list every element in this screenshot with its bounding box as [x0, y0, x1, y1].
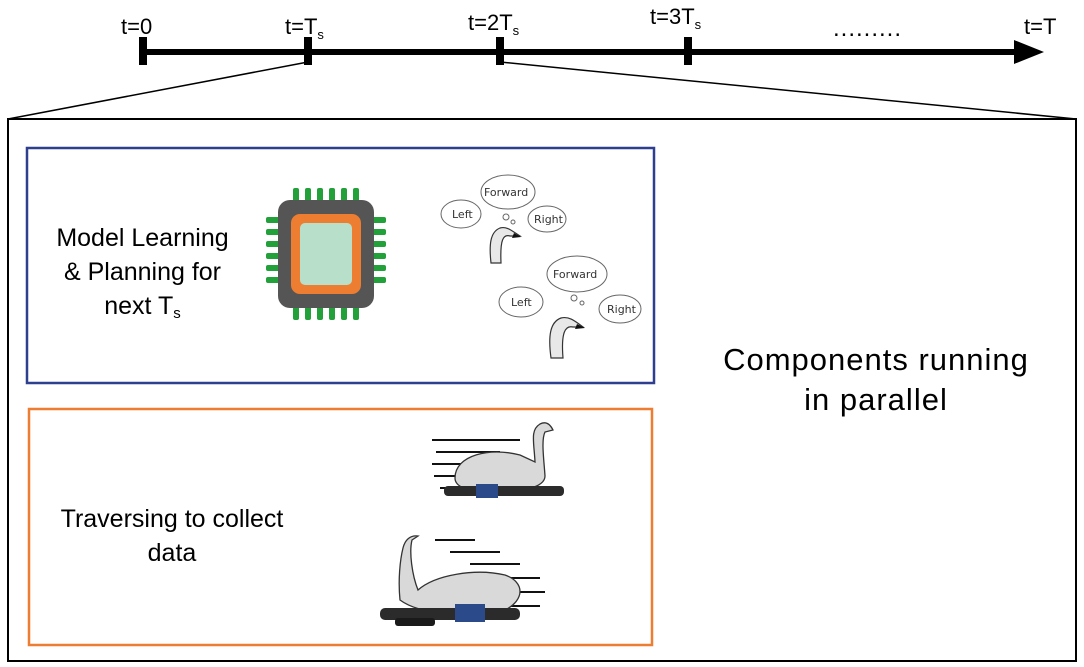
svg-text:Right: Right — [534, 213, 564, 226]
parallel-label: Components running in parallel — [676, 340, 1076, 421]
planning-label-line1: Model Learning — [56, 224, 229, 252]
tick-mark-0 — [139, 37, 147, 65]
tick-mark-1 — [304, 37, 312, 65]
tick-label-0: t=0 — [121, 14, 152, 39]
zoom-panel — [7, 118, 1077, 662]
planning-label: Model Learning & Planning for next Ts — [30, 222, 255, 324]
zoom-line-left — [7, 61, 309, 120]
parallel-label-line1: Components running — [723, 342, 1029, 377]
tick-label-1: t=Ts — [285, 14, 324, 42]
chip-icon — [266, 188, 386, 320]
tick-label-3: t=3Ts — [650, 4, 702, 32]
swan-robot-icon — [432, 422, 564, 498]
swan-head-icon: Left Forward Right — [440, 174, 567, 264]
traverse-label-line1: Traversing to collect — [60, 505, 284, 533]
timeline-arrowhead — [1014, 40, 1044, 64]
timeline: t=0 t=Ts t=2Ts t=3Ts ......... t=T — [121, 4, 1056, 65]
tick-label-2: t=2Ts — [468, 10, 520, 38]
traverse-label-line2: data — [147, 538, 197, 567]
timeline-end-label: t=T — [1024, 14, 1056, 39]
parallel-label-line2: in parallel — [804, 382, 948, 418]
planning-label-line3: next Ts — [104, 291, 181, 322]
svg-text:Left: Left — [511, 296, 532, 309]
planning-box — [25, 146, 656, 385]
swan-head-icon: Left Forward Right — [498, 255, 642, 359]
svg-text:Forward: Forward — [484, 186, 528, 199]
swan-robot-icon — [380, 535, 545, 626]
planning-label-line2: & Planning for — [63, 257, 222, 286]
tick-mark-3 — [684, 37, 692, 65]
traverse-box — [27, 407, 654, 647]
zoom-line-right — [499, 61, 1077, 120]
svg-text:Forward: Forward — [553, 268, 597, 281]
svg-text:Left: Left — [452, 208, 473, 221]
timeline-ellipsis: ......... — [833, 15, 902, 42]
tick-mark-2 — [496, 37, 504, 65]
svg-text:Right: Right — [607, 303, 637, 316]
traverse-label: Traversing to collect data — [32, 503, 312, 571]
